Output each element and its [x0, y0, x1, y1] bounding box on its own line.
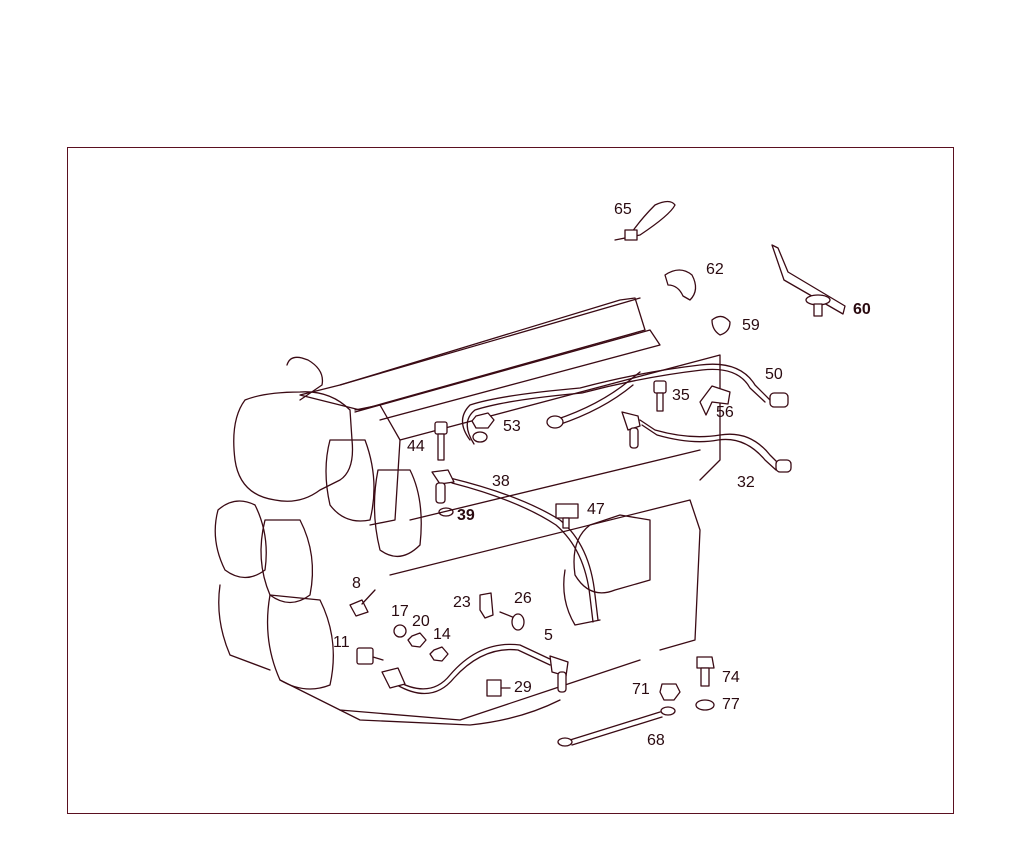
engine-block [214, 297, 721, 726]
callout-56: 56 [716, 404, 734, 421]
callout-77: 77 [722, 696, 740, 713]
small-parts [349, 200, 846, 711]
callout-71: 71 [632, 681, 650, 698]
part-32-sensor-cable [621, 411, 792, 473]
callout-14: 14 [433, 626, 451, 643]
callout-53: 53 [503, 418, 521, 435]
diagram-frame [67, 147, 954, 814]
callout-29: 29 [514, 679, 532, 696]
callout-11: 11 [333, 634, 350, 651]
callout-44: 44 [407, 438, 425, 455]
callout-62: 62 [706, 261, 724, 278]
callout-20: 20 [412, 613, 430, 630]
callout-60: 60 [853, 301, 871, 318]
callout-65: 65 [614, 201, 632, 218]
callout-38: 38 [492, 473, 510, 490]
callout-39: 39 [457, 507, 475, 524]
callout-50: 50 [765, 366, 783, 383]
callout-74: 74 [722, 669, 740, 686]
callout-35: 35 [672, 387, 690, 404]
callout-47: 47 [587, 501, 605, 518]
callout-68: 68 [647, 732, 665, 749]
callout-59: 59 [742, 317, 760, 334]
part-5-sensor-cable [381, 643, 569, 695]
callout-23: 23 [453, 594, 471, 611]
callout-32: 32 [737, 474, 755, 491]
callout-5: 5 [544, 627, 553, 644]
part-38-sensor-cable [431, 469, 599, 623]
callout-8: 8 [352, 575, 361, 592]
part-50-wiring-harness [461, 363, 789, 445]
callout-26: 26 [514, 590, 532, 607]
part-68-ground-strap [557, 706, 676, 747]
callout-17: 17 [391, 603, 409, 620]
